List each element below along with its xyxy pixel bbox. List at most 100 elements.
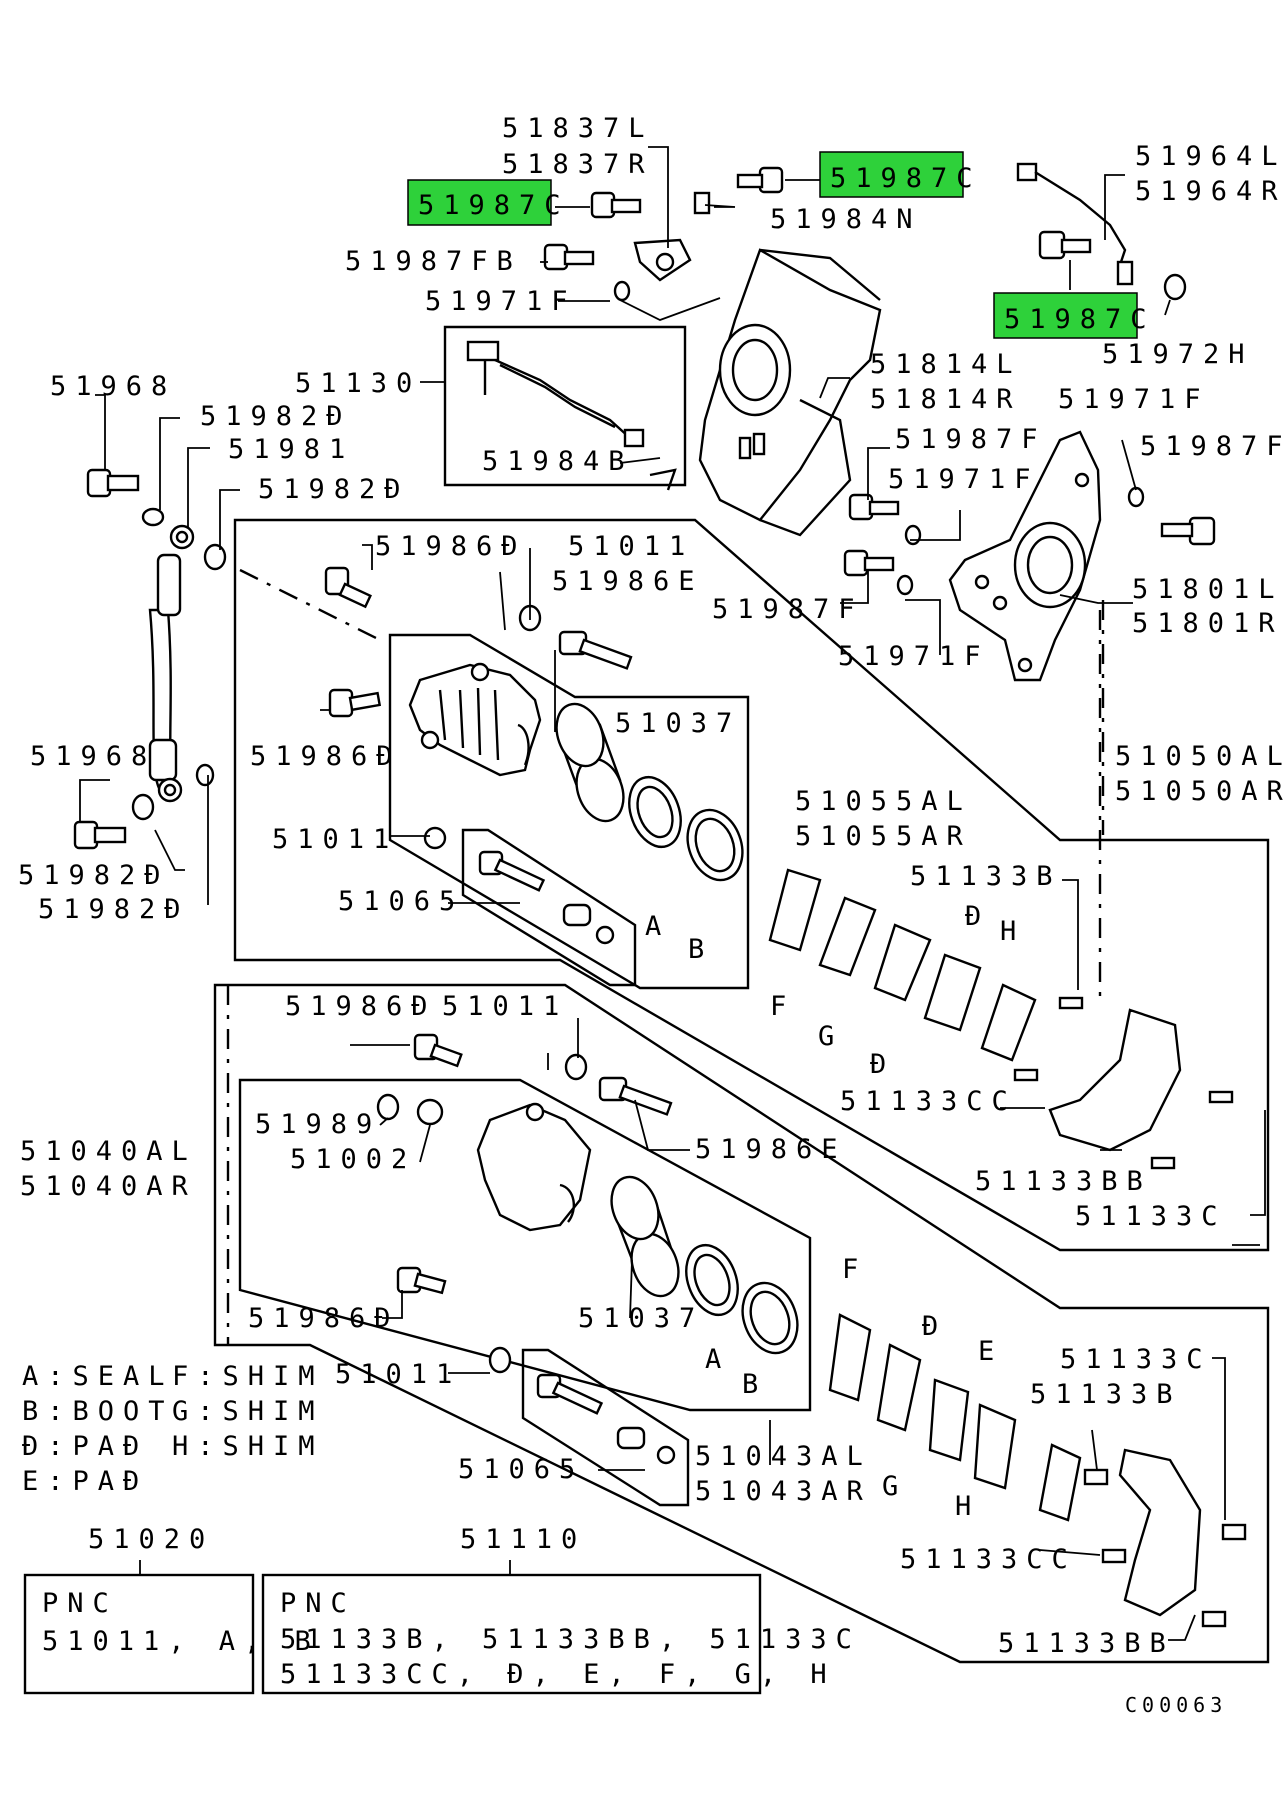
label-51055[interactable]: 51055AL [795,786,972,817]
legend-item: F:SHIM [172,1361,324,1392]
label-51133bb[interactable]: 51133BB [998,1628,1175,1659]
washer [195,763,215,787]
label-51011[interactable]: 51011 [272,824,398,855]
label-51968[interactable]: 51968 [30,741,156,772]
label-51050[interactable]: 51050AL [1115,741,1283,772]
clip [1101,1548,1127,1564]
pnc-box-line: 51133CC, Đ, E, F, G, H [280,1659,836,1690]
shim-f-upper [768,868,822,952]
label-51050[interactable]: 51050AR [1115,776,1283,807]
label-51964[interactable]: 51964L [1135,141,1283,172]
highlight-51987c-b[interactable] [819,151,964,198]
label-51986e[interactable]: 51986E [552,566,704,597]
label-51989[interactable]: 51989 [255,1109,381,1140]
label-51040[interactable]: 51040AR [20,1171,197,1202]
legend-item: Đ:PAĐ [22,1431,148,1462]
label-51040[interactable]: 51040AL [20,1136,197,1167]
washer [141,507,165,527]
clip-51971f [904,524,922,546]
group-51050-outline [233,518,1270,1252]
bolt-51987f [848,493,900,521]
label-51110[interactable]: 51110 [460,1524,586,1555]
label-51987f[interactable]: 51987F [1140,431,1283,462]
clip-51971f [1127,486,1145,508]
label-51133bb[interactable]: 51133BB [975,1166,1152,1197]
label-51971f[interactable]: 51971F [1058,384,1210,415]
sensor-51964 [1016,162,1134,286]
label-51987f[interactable]: 51987F [895,424,1047,455]
label-51020[interactable]: 51020 [88,1524,214,1555]
label-51982d[interactable]: 51982Đ [200,401,352,432]
highlight-51987c-a[interactable] [407,179,552,226]
label-51984b[interactable]: 51984B [482,446,634,477]
label-51814[interactable]: 51814L [870,349,1022,380]
label-51987c[interactable]: 51987C [1004,304,1156,335]
label-51986d[interactable]: 51986Đ [285,991,437,1022]
label-51814[interactable]: 51814R [870,384,1022,415]
label-51968[interactable]: 51968 [50,371,176,402]
label-51037[interactable]: 51037 [615,708,741,739]
nut-51972h [1163,273,1187,301]
brake-hose [148,524,195,803]
label-51043[interactable]: 51043AR [695,1476,872,1507]
label-51982d[interactable]: 51982Đ [18,860,170,891]
label-51130[interactable]: 51130 [295,368,421,399]
bolt-51987fb [543,243,595,271]
label-51987c[interactable]: 51987C [418,190,570,221]
callout-e: E [978,1336,1003,1367]
label-51971f[interactable]: 51971F [425,286,577,317]
label-51981[interactable]: 51981 [228,434,354,465]
label-51043[interactable]: 51043AL [695,1441,872,1472]
legend-item: B:BOOT [22,1396,174,1427]
dust-shield [698,248,882,537]
clip [1083,1468,1109,1486]
label-51002[interactable]: 51002 [290,1144,416,1175]
label-51037[interactable]: 51037 [578,1303,704,1334]
callout-b: B [742,1369,767,1400]
label-51133b[interactable]: 51133B [910,861,1062,892]
washer [203,543,227,571]
pad-d-upper [873,923,932,1002]
label-51055[interactable]: 51055AR [795,821,972,852]
label-51133c[interactable]: 51133C [1075,1201,1227,1232]
label-51964[interactable]: 51964R [1135,176,1283,207]
piston-lower [610,1175,680,1298]
bolt-51987c-c [1038,230,1092,260]
label-51133c[interactable]: 51133C [1060,1344,1212,1375]
label-51972h[interactable]: 51972H [1102,339,1254,370]
highlight-51987c-c[interactable] [993,292,1138,339]
label-51133cc[interactable]: 51133CC [840,1086,1017,1117]
label-51011[interactable]: 51011 [335,1359,461,1390]
label-51801[interactable]: 51801R [1132,608,1283,639]
legend-item: E:PAĐ [22,1466,148,1497]
label-51133cc[interactable]: 51133CC [900,1544,1077,1575]
label-51982d[interactable]: 51982Đ [38,894,190,925]
label-51987f[interactable]: 51987F [712,594,864,625]
label-51986e[interactable]: 51986E [695,1134,847,1165]
label-51971f[interactable]: 51971F [888,464,1040,495]
callout-d: Đ [922,1311,947,1342]
label-51982d[interactable]: 51982Đ [258,474,410,505]
label-51011[interactable]: 51011 [442,991,568,1022]
bush [488,1346,512,1374]
shim-f-lower [828,1313,872,1402]
label-51987fb[interactable]: 51987FB [345,246,522,277]
label-51837[interactable]: 51837L [502,113,654,144]
label-51837[interactable]: 51837R [502,149,654,180]
label-51986d[interactable]: 51986Đ [248,1303,400,1334]
label-51133b[interactable]: 51133B [1030,1379,1182,1410]
label-51987c[interactable]: 51987C [830,163,982,194]
label-51971f[interactable]: 51971F [838,641,990,672]
label-51065[interactable]: 51065 [338,886,464,917]
label-51065[interactable]: 51065 [458,1454,584,1485]
group-51055-outline [388,633,750,990]
label-51984n[interactable]: 51984N [770,204,922,235]
support-lower [1118,1448,1202,1617]
label-51011[interactable]: 51011 [568,531,694,562]
label-51986d[interactable]: 51986Đ [250,741,402,772]
callout-g: G [818,1021,843,1052]
caliper-bracket [948,430,1102,682]
label-51986d[interactable]: 51986Đ [375,531,527,562]
label-51801[interactable]: 51801L [1132,574,1283,605]
